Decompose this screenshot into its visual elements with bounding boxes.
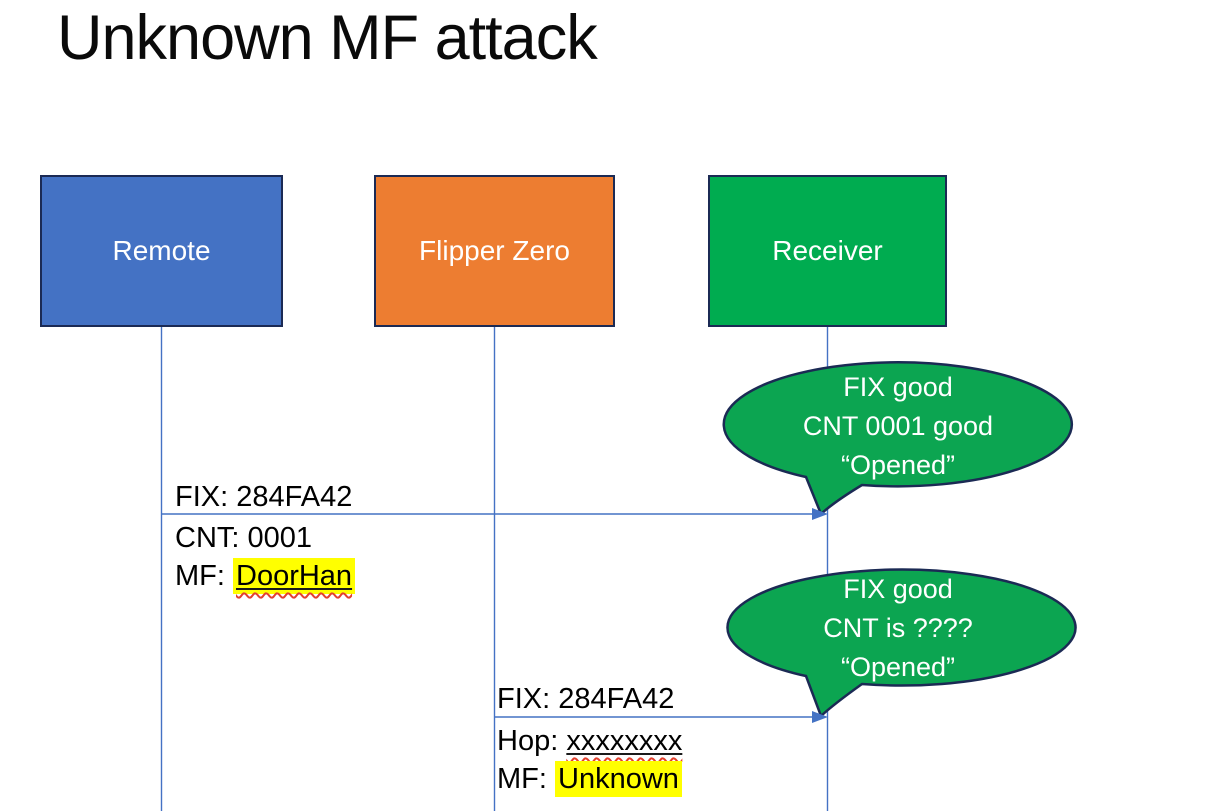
message-1-label-above: FIX: 284FA42 — [175, 482, 352, 512]
message-2-label-above: FIX: 284FA42 — [497, 684, 674, 714]
message-1-label-below: CNT: 0001 MF: DoorHan — [175, 519, 356, 595]
message-1-mf-underline: DoorHan — [236, 560, 352, 592]
message-1-mf-value: DoorHan — [236, 560, 353, 592]
bubble-2-line-1: FIX good — [843, 574, 953, 604]
message-1-mf-line: MF: DoorHan — [175, 557, 356, 595]
message-2-hop-value: xxxxxxxx — [566, 725, 683, 757]
actor-box-remote: Remote — [40, 175, 283, 327]
actor-box-flipper-zero: Flipper Zero — [374, 175, 615, 327]
message-2-arrowhead — [812, 711, 828, 723]
message-1-mf-highlight: DoorHan — [233, 558, 356, 594]
message-2-mf-highlight: Unknown — [555, 761, 682, 797]
message-2-mf-value: Unknown — [558, 763, 679, 795]
page-title: Unknown MF attack — [57, 3, 598, 73]
message-2-mf-line: MF: Unknown — [497, 760, 682, 798]
message-1-cnt-text: CNT: 0001 — [175, 522, 313, 554]
actor-label-remote: Remote — [112, 235, 211, 266]
speech-bubble-1-text: FIX good CNT 0001 good “Opened” — [722, 368, 1074, 485]
actor-label-receiver: Receiver — [772, 235, 883, 266]
message-2-fix-text: FIX: 284FA42 — [497, 683, 675, 715]
bubble-2-line-2: CNT is ???? — [823, 613, 973, 643]
speech-bubble-2-shape — [726, 568, 1077, 719]
message-2-mf-prefix: MF: — [497, 763, 555, 795]
speech-bubble-1-shape — [722, 361, 1074, 517]
message-2-hop-line: Hop: xxxxxxxx — [497, 722, 682, 760]
bubble-1-line-3: “Opened” — [840, 450, 956, 480]
message-1-fix-text: FIX: 284FA42 — [175, 481, 353, 513]
message-2-hop-underline: xxxxxxxx — [566, 725, 682, 757]
actor-label-flipper-zero: Flipper Zero — [419, 235, 570, 266]
bubble-1-line-2: CNT 0001 good — [802, 411, 994, 441]
bubble-2-line-3: “Opened” — [840, 652, 956, 682]
message-2-hop-prefix: Hop: — [497, 725, 567, 757]
message-2-label-below: Hop: xxxxxxxx MF: Unknown — [497, 722, 682, 798]
message-1-cnt-line: CNT: 0001 — [175, 519, 355, 557]
message-1-arrowhead — [812, 508, 828, 520]
message-1-mf-prefix: MF: — [175, 560, 233, 592]
actor-box-receiver: Receiver — [708, 175, 947, 327]
speech-bubble-2-text: FIX good CNT is ???? “Opened” — [722, 570, 1074, 687]
bubble-1-line-1: FIX good — [843, 372, 953, 402]
